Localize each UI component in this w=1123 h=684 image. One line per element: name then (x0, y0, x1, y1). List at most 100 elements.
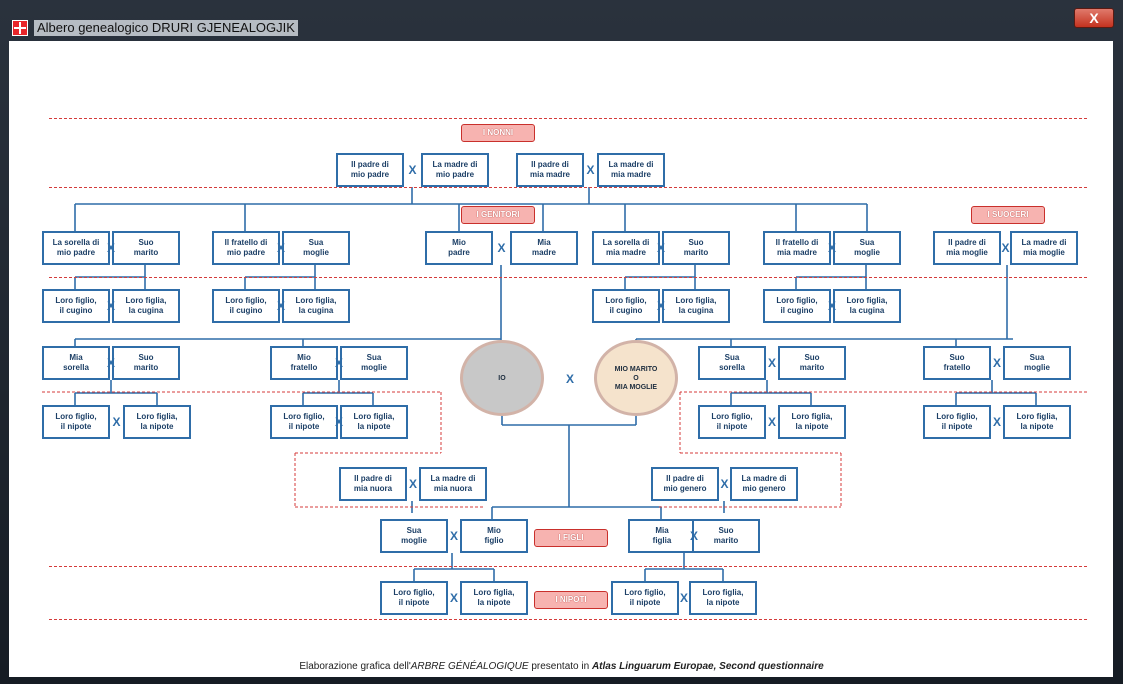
marriage-x: X (408, 163, 417, 177)
figli-row-person-box: Sua moglie (380, 519, 448, 553)
nipoti-row-person-box: Loro figlio, il nipote (42, 405, 110, 439)
fratelli-row-person-box: Sua sorella (698, 346, 766, 380)
fratelli-row-person-box: Sua moglie (1003, 346, 1071, 380)
marriage-x: X (768, 356, 777, 370)
genitori-row-person-box: Il fratello di mio padre (212, 231, 280, 265)
label-suoceri: I SUOCERI (971, 206, 1045, 224)
label-nonni: I NONNI (461, 124, 535, 142)
label-figli: I FIGLI (534, 529, 608, 547)
connector-lines (42, 187, 1087, 581)
section-divider (49, 187, 1087, 188)
genitori-row-person-box: Mia madre (510, 231, 578, 265)
genitori-row-person-box: Suo marito (112, 231, 180, 265)
marriage-x: X (107, 241, 116, 255)
marriage-x: X (107, 356, 116, 370)
nipotini-row-person-box: Loro figlia, la nipote (689, 581, 757, 615)
window-title: Albero genealogico DRURI GJENEALOGJIK (34, 20, 298, 36)
marriage-x: X (450, 591, 459, 605)
nipoti-row-person-box: Loro figlia, la nipote (778, 405, 846, 439)
marriage-x: X (657, 241, 666, 255)
marriage-x: X (450, 529, 459, 543)
marriage-x: X (657, 299, 666, 313)
nipoti-row-person-box: Loro figlio, il nipote (698, 405, 766, 439)
nipoti-row-person-box: Loro figlio, il nipote (270, 405, 338, 439)
genitori-row-person-box: La madre di mia moglie (1010, 231, 1078, 265)
genitori-row-person-box: Il padre di mia moglie (933, 231, 1001, 265)
section-divider (49, 566, 1087, 567)
marriage-x: X (586, 163, 595, 177)
nipoti-row-person-box: Loro figlia, la nipote (1003, 405, 1071, 439)
nipoti-row-person-box: Loro figlio, il nipote (923, 405, 991, 439)
marriage-x: X (993, 356, 1002, 370)
caption: Elaborazione grafica dell'ARBRE GÉNÉALOG… (200, 661, 923, 672)
marriage-x: X (680, 591, 689, 605)
nonni-person-box: La madre di mio padre (421, 153, 489, 187)
genitori-row-person-box: Sua moglie (833, 231, 901, 265)
marriage-x: X (335, 415, 344, 429)
marriage-x: X (828, 299, 837, 313)
cugini-row-person-box: Loro figlio, il cugino (42, 289, 110, 323)
title-bar[interactable]: Albero genealogico DRURI GJENEALOGJIK X (0, 0, 1123, 40)
marriage-x: X (107, 299, 116, 313)
marriage-x: X (497, 241, 506, 255)
close-button[interactable]: X (1074, 8, 1114, 28)
marriage-x: X (277, 299, 286, 313)
genitori-row-person-box: Suo marito (662, 231, 730, 265)
cugini-row-person-box: Loro figlia, la cugina (282, 289, 350, 323)
marriage-x: X (335, 356, 344, 370)
caption-text: Elaborazione grafica dell' (299, 661, 411, 672)
consuoceri-row-person-box: La madre di mio genero (730, 467, 798, 501)
consuoceri-row-person-box: La madre di mia nuora (419, 467, 487, 501)
label-nipoti: I NIPOTI (534, 591, 608, 609)
marriage-x: X (993, 415, 1002, 429)
marriage-x: X (690, 529, 699, 543)
consuoceri-row-person-box: Il padre di mio genero (651, 467, 719, 501)
marriage-x: X (720, 477, 729, 491)
consuoceri-row-person-box: Il padre di mia nuora (339, 467, 407, 501)
label-genitori: I GENITORI (461, 206, 535, 224)
nonni-person-box: La madre di mia madre (597, 153, 665, 187)
marriage-x: X (828, 241, 837, 255)
figli-row-person-box: Mia figlia (628, 519, 696, 553)
cugini-row-person-box: Loro figlio, il cugino (592, 289, 660, 323)
family-tree-canvas: I NONNI I GENITORI I SUOCERI I FIGLI I N… (9, 41, 1113, 677)
genitori-row-person-box: La sorella di mia madre (592, 231, 660, 265)
figli-row-person-box: Mio figlio (460, 519, 528, 553)
nipotini-row-person-box: Loro figlia, la nipote (460, 581, 528, 615)
marriage-x: X (112, 415, 121, 429)
genitori-row-person-box: Sua moglie (282, 231, 350, 265)
fratelli-row-person-box: Sua moglie (340, 346, 408, 380)
fratelli-row-person-box: Suo marito (112, 346, 180, 380)
caption-text-mid: presentato in (528, 661, 592, 672)
nipotini-row-person-box: Loro figlio, il nipote (611, 581, 679, 615)
spouse-node: MIO MARITO O MIA MOGLIE (594, 340, 678, 416)
marriage-x: X (566, 372, 575, 386)
fratelli-row-person-box: Mio fratello (270, 346, 338, 380)
cugini-row-person-box: Loro figlia, la cugina (662, 289, 730, 323)
section-divider (49, 619, 1087, 620)
nipotini-row-person-box: Loro figlio, il nipote (380, 581, 448, 615)
fratelli-row-person-box: Suo fratello (923, 346, 991, 380)
fratelli-row-person-box: Mia sorella (42, 346, 110, 380)
genitori-row-person-box: Mio padre (425, 231, 493, 265)
nipoti-row-person-box: Loro figlia, la nipote (340, 405, 408, 439)
section-divider (49, 118, 1087, 119)
ego-node: IO (460, 340, 544, 416)
cugini-row-person-box: Loro figlio, il cugino (212, 289, 280, 323)
app-icon (12, 20, 28, 36)
cugini-row-person-box: Loro figlio, il cugino (763, 289, 831, 323)
figli-row-person-box: Suo marito (692, 519, 760, 553)
marriage-x: X (409, 477, 418, 491)
fratelli-row-person-box: Suo marito (778, 346, 846, 380)
marriage-x: X (277, 241, 286, 255)
marriage-x: X (768, 415, 777, 429)
genitori-row-person-box: Il fratello di mia madre (763, 231, 831, 265)
caption-source: Atlas Linguarum Europae, Second question… (591, 661, 824, 672)
marriage-x: X (1001, 241, 1010, 255)
section-divider (49, 277, 1087, 278)
genitori-row-person-box: La sorella di mio padre (42, 231, 110, 265)
caption-work-title: ARBRE GÉNÉALOGIQUE (410, 661, 529, 672)
nonni-person-box: Il padre di mia madre (516, 153, 584, 187)
nonni-person-box: Il padre di mio padre (336, 153, 404, 187)
